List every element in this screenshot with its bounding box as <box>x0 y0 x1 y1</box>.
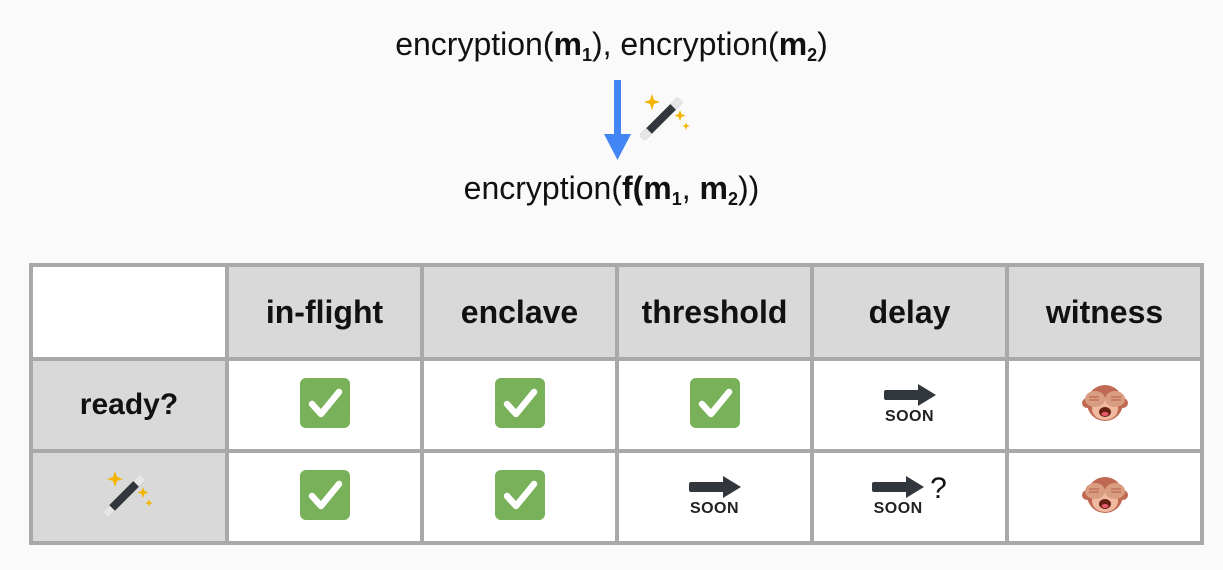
header-row: in-flight enclave threshold delay witnes… <box>29 263 1204 361</box>
check-mark-icon <box>494 469 545 520</box>
magic-wand-icon <box>102 471 153 518</box>
formula-text: ), encryption( <box>591 26 779 62</box>
soon-arrow-icon <box>883 384 936 406</box>
table-cell: SOON <box>615 449 814 545</box>
column-header: witness <box>1005 263 1204 361</box>
formula-var: m <box>643 170 672 206</box>
table-cell <box>615 357 814 453</box>
check-mark-icon <box>689 377 740 428</box>
soon-badge: SOON <box>688 476 741 518</box>
table-cell <box>420 357 619 453</box>
row-header <box>29 449 229 545</box>
table-cell <box>225 449 424 545</box>
formula-var: m <box>699 170 728 206</box>
formula-text: encryption( <box>463 170 622 206</box>
column-header: in-flight <box>225 263 424 361</box>
table-row: SOON SOON ? <box>29 449 1204 545</box>
magic-wand-icon <box>640 94 690 140</box>
check-mark-icon <box>299 377 350 428</box>
table-row: ready? SOON <box>29 357 1204 453</box>
formula-sub: 1 <box>581 45 592 65</box>
comparison-table: in-flight enclave threshold delay witnes… <box>29 263 1204 545</box>
formula-text: encryption( <box>395 26 554 62</box>
formula-text: ) <box>817 26 828 62</box>
table-cell <box>225 357 424 453</box>
formula-text: )) <box>738 170 760 206</box>
formula-sub: 1 <box>671 189 682 209</box>
formula-sub: 2 <box>727 189 738 209</box>
column-header: enclave <box>420 263 619 361</box>
formula-text: ( <box>632 170 644 206</box>
table-cell <box>420 449 619 545</box>
row-header: ready? <box>29 357 229 453</box>
soon-arrow-icon <box>688 476 741 498</box>
check-mark-icon <box>494 377 545 428</box>
soon-arrow-icon <box>872 476 925 498</box>
soon-badge: SOON <box>883 384 936 426</box>
soon-question-wrap: SOON ? <box>872 472 947 518</box>
table-cell <box>1005 449 1204 545</box>
column-header: threshold <box>615 263 814 361</box>
table-cell: SOON ? <box>810 449 1009 545</box>
formula-func: f <box>621 170 633 206</box>
formula-text: , <box>681 170 700 206</box>
formula-var: m <box>553 26 582 62</box>
corner-cell <box>29 263 229 361</box>
table-cell: SOON <box>810 357 1009 453</box>
column-header: delay <box>810 263 1009 361</box>
down-arrow-icon <box>604 80 631 160</box>
formula-sub: 2 <box>807 45 818 65</box>
soon-label: SOON <box>873 500 923 517</box>
soon-label: SOON <box>884 408 935 425</box>
question-mark: ? <box>930 472 947 505</box>
formula-input: encryption(m1), encryption(m2) <box>0 26 1223 66</box>
see-no-evil-monkey-icon <box>1081 476 1128 513</box>
soon-label: SOON <box>689 500 740 517</box>
formula-var: m <box>778 26 808 62</box>
soon-badge: SOON <box>872 476 925 518</box>
see-no-evil-monkey-icon <box>1081 384 1128 421</box>
check-mark-icon <box>299 469 350 520</box>
formula-output: encryption(f(m1, m2)) <box>0 170 1223 210</box>
table-cell <box>1005 357 1204 453</box>
